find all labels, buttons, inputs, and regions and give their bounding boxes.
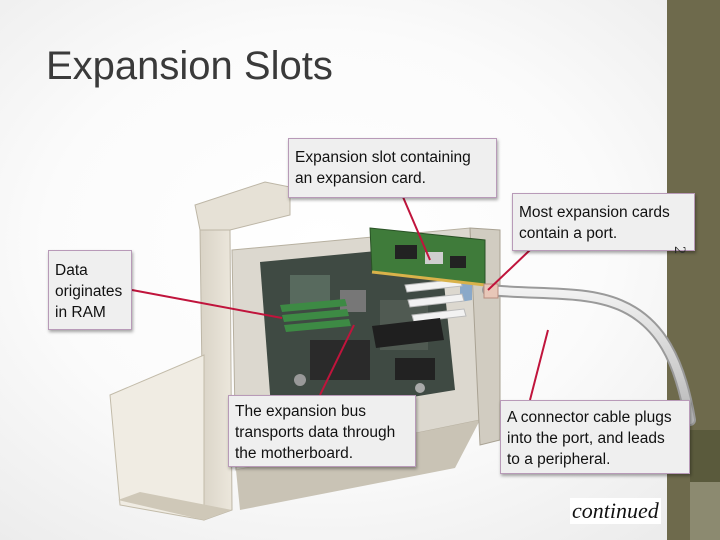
side-accent-block-light [690,482,720,540]
slide-title: Expansion Slots [46,44,333,88]
callout-text: an expansion card. [295,170,426,187]
callout-expansion-slot: Expansion slot containing an expansion c… [288,138,497,198]
slide-number: 2 [671,246,688,254]
callout-text: transports data through [235,424,396,441]
pointer-lines [131,196,549,401]
callout-ram: Data originates in RAM [48,250,132,330]
callout-text: A connector cable plugs [507,409,672,426]
callout-text: The expansion bus [235,403,366,420]
callout-text: Data [55,262,88,279]
case-front-panel [109,181,291,521]
callout-text: in RAM [55,304,106,321]
callout-text: to a peripheral. [507,451,611,468]
continued-label: continued [570,498,661,524]
callout-text: into the port, and leads [507,430,665,447]
side-accent-block-dark [690,430,720,482]
callout-port: Most expansion cards contain a port. [512,193,695,251]
callout-text: originates [55,283,123,300]
callout-expansion-bus: The expansion bus transports data throug… [228,395,416,467]
callout-text: Most expansion cards [519,204,670,221]
callout-connector-cable: A connector cable plugs into the port, a… [500,400,690,474]
ram-modules [280,299,351,332]
connector-cable [482,283,696,426]
callout-text: Expansion slot containing [295,149,471,166]
expansion-slots [372,278,467,348]
callout-text: the motherboard. [235,445,354,462]
callout-text: contain a port. [519,225,618,242]
